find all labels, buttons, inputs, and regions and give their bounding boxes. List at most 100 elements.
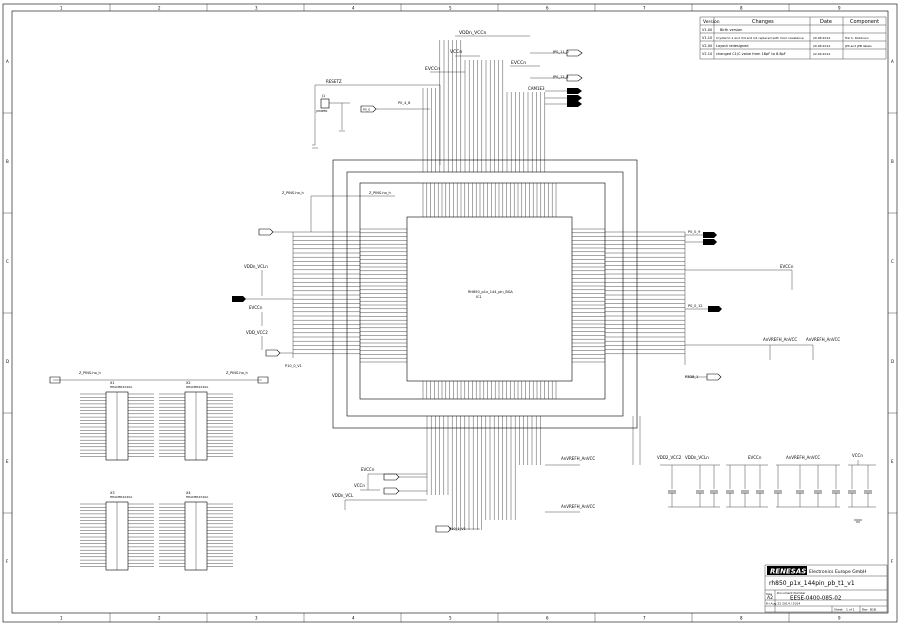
avref1-label: AnVREFH_AnVCC	[763, 337, 797, 342]
p-right-label: P0_0_9	[688, 230, 700, 234]
rev-row4-version: V2.10	[702, 52, 712, 56]
frame-col-label-top: 4	[352, 6, 355, 11]
decoup-evcc-label: EVCCn	[748, 455, 762, 460]
ic-middle-frame	[346, 171, 624, 417]
rev-header-changes: Changes	[752, 19, 774, 25]
bottom-bus: EVCCn VCCn VDDn_VCL AnVREFH_AnVCC AnVREF…	[332, 416, 641, 533]
evcc-left-label: EVCCn	[249, 305, 263, 310]
frame-col-label-bottom: 4	[352, 616, 355, 621]
ic-outer-frame	[332, 159, 638, 429]
renesas-logo-text: RENESAS	[770, 568, 806, 576]
rev-row4-change: changed C1/C value from 18pF to 6.8pF	[716, 52, 786, 56]
frame-row-label-right: C	[891, 259, 894, 264]
frame-col-label-top: 2	[158, 6, 161, 11]
bottom-port-label: P10_1_V1	[449, 527, 466, 531]
frame-row-label-right: B	[891, 159, 894, 164]
x3-name: HEADER2X20A	[110, 495, 133, 499]
bottom-vcc-label: VCCn	[354, 483, 365, 488]
cam-label: CAM1E3	[528, 86, 545, 91]
sheet-value: 1 of 1	[846, 608, 855, 612]
ic-name: RH850_p1x_144_pin_BGA	[468, 290, 513, 294]
rev-row2-date: 20.08.2014	[813, 36, 830, 40]
frame-col-label-top: 3	[255, 6, 258, 11]
net-flag-left-2	[232, 296, 246, 302]
doc-number: EESE-0400-085-02	[790, 596, 841, 602]
rev-header-date: Date	[820, 19, 832, 25]
net-flag-right-3	[708, 306, 722, 312]
revision-table: Version Changes Date Component V1.00 Bir…	[699, 16, 887, 60]
vdd-left-label: VDDn_VCLn	[244, 264, 268, 269]
net-flag-top-3	[567, 88, 582, 94]
decoup-vdd2-label: VDDn_VCLn	[685, 455, 709, 460]
evcc-top2-label: EVCCn	[511, 60, 526, 66]
frame-col-label-top: 7	[643, 6, 646, 11]
frame-col-label-top: 8	[740, 6, 743, 11]
ic-body	[406, 216, 573, 382]
title-block: RENESAS Electronics Europe GmbH rh850_p1…	[764, 564, 888, 613]
left-bus: Z_PINS-ho_h Z_PINS-ho_h VDDn_VCLn EVCCn …	[232, 191, 395, 368]
frame-col-label-bottom: 7	[643, 616, 646, 621]
jumper-name: JUMPER	[315, 109, 327, 113]
p-port-top2-label: JP0_12_4	[552, 75, 569, 79]
frame-row-label-left: A	[6, 59, 9, 64]
net-flag-right-4	[706, 373, 722, 381]
frame-row-label-right: D	[891, 359, 894, 364]
left-port-label: P10_0_V1	[285, 364, 302, 368]
x1-ref: X1	[110, 381, 115, 385]
rev-row3-change: Layout redesigned	[716, 44, 749, 48]
rev-row2-component: Hal C. Robinson	[845, 36, 869, 40]
frame-row-label-left: F	[6, 559, 9, 564]
net-flag-bottom-1	[383, 473, 400, 481]
z-pins-bl-label: Z_PINS-ho_h	[79, 371, 101, 375]
rev-header-component: Component	[850, 19, 879, 25]
company-name: Electronics Europe GmbH	[809, 569, 866, 575]
jumper-ref: J1	[321, 94, 325, 98]
sheet-title: rh850_p1x_144pin_pb_t1_v1	[769, 580, 855, 587]
net-flag-bottom-2	[383, 487, 400, 495]
top-bus: VDDn_VCCn VCCn EVCCn EVCCn CAM1E3 JP0_11…	[422, 30, 583, 172]
connectors: Z_PINS-ho_h Z_PINS-ho_h X1 HEADER2X20A X…	[49, 371, 269, 571]
vcc-top-label: VCCn	[450, 49, 462, 55]
decoupling-caps: VDD2_VCC2 VDDn_VCLn EVCCn AnVREFH_AnVCC …	[657, 453, 876, 523]
vdd-vcc2-label: VDD_VCC2	[246, 330, 268, 335]
decoup-avref-label: AnVREFH_AnVCC	[786, 455, 820, 460]
frame-col-label-top: 5	[449, 6, 452, 11]
mode-port-flag	[360, 105, 377, 113]
renesas-logo	[767, 566, 807, 575]
decoup-vcc-label: VCCn	[852, 453, 863, 458]
frame-row-label-left: C	[6, 259, 9, 264]
rev-row3-version: V2.00	[702, 44, 712, 48]
frame-col-label-bottom: 8	[740, 616, 743, 621]
doc-number-label: Document Number	[777, 591, 806, 595]
reset-circuit: RESETZ J1 JUMPER P0_0 P0_4_8	[312, 79, 440, 149]
frame-col-label-bottom: 5	[449, 616, 452, 621]
frame-row-label-left: E	[6, 459, 9, 464]
net-flag-right-2	[703, 239, 717, 245]
bottom-vdd-label: VDDn_VCL	[332, 493, 354, 498]
rev-row2-change: Crystal to 1 and 3/4 and Q1 replaced wit…	[716, 36, 804, 40]
mcu-symbol: RH850_p1x_144_pin_BGA IC1	[332, 159, 638, 429]
frame-col-label-bottom: 2	[158, 616, 161, 621]
frame-col-label-top: 1	[60, 6, 63, 11]
evcc-right-label: EVCCn	[780, 264, 794, 269]
net-flag-top-1	[566, 49, 583, 57]
p-port-top-label: JP0_11_0	[552, 50, 569, 54]
frame-col-label-top: 9	[838, 6, 841, 11]
net-flag-left-1	[258, 228, 274, 236]
x3-ref: X3	[110, 491, 115, 495]
net-flag-top-5	[567, 101, 582, 107]
bottom-evcc-label: EVCCn	[361, 467, 375, 472]
rev-value: B1B	[870, 608, 876, 612]
rev-row1-version: V1.00	[702, 28, 712, 32]
z-pins-bm-label: Z_PINS-ho_h	[226, 371, 248, 375]
x4-name: HEADER2X20A	[186, 495, 209, 499]
sheet-label: Sheet	[834, 608, 843, 612]
net-flag-bottom-3	[435, 525, 452, 533]
z-pins-left-label: Z_PINS-ho_h	[282, 191, 304, 195]
p-right2-label: P0_0_12	[688, 304, 703, 308]
frame-row-label-right: F	[891, 559, 894, 564]
x2-ref: X2	[186, 381, 191, 385]
right-port-bottom-label: P3DB_1	[685, 375, 698, 379]
frame-row-label-right: A	[891, 59, 894, 64]
